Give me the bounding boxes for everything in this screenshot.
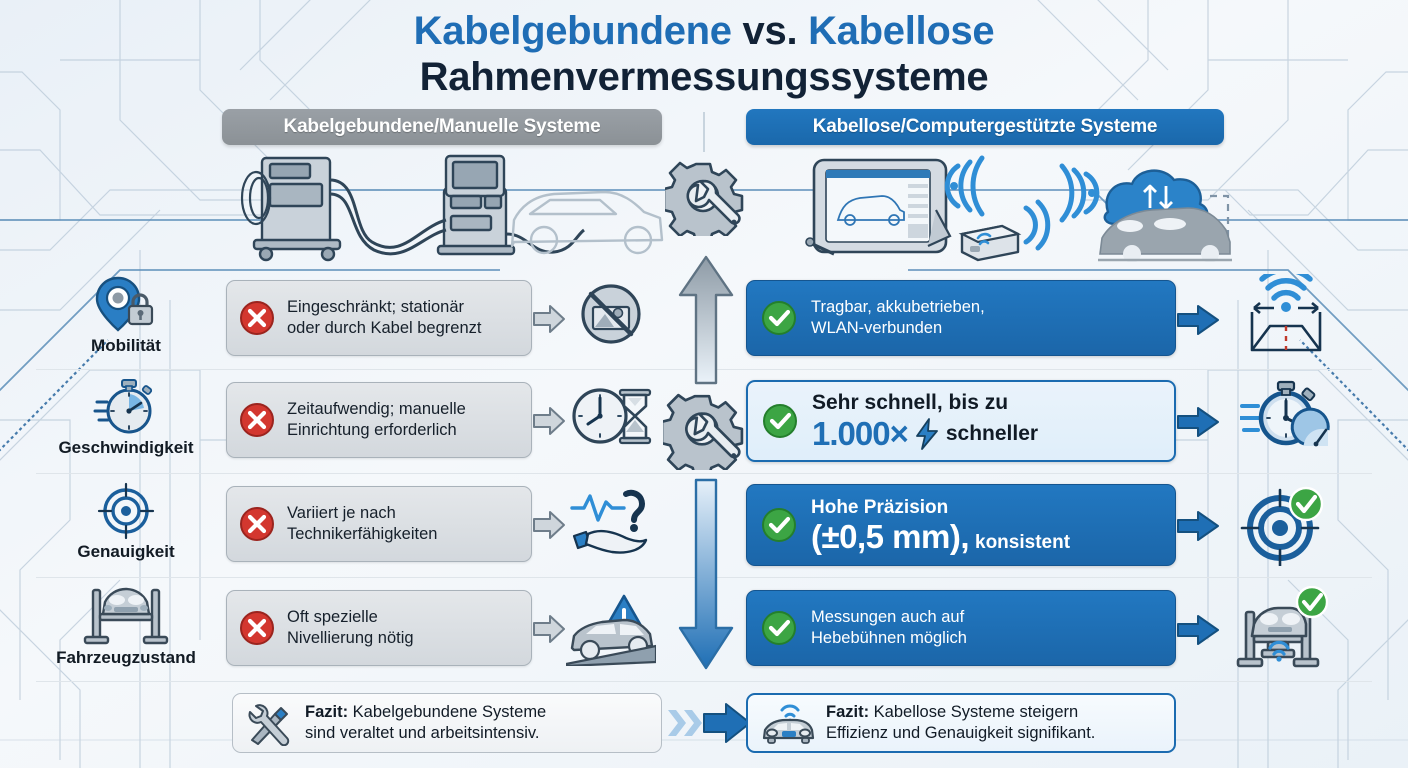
lightning-bolt-icon <box>915 418 938 450</box>
wireless-cell-text: Sehr schnell, bis zu 1.000× schneller <box>812 391 1038 451</box>
arrow-right-icon-wired-4 <box>533 615 565 643</box>
wired-cell-text: Oft spezielle Nivellierung nötig <box>287 608 414 647</box>
red-x-circle-icon <box>240 507 274 541</box>
wireless-cell-accuracy: Hohe Präzision (±0,5 mm), konsistent <box>746 484 1176 566</box>
category-vehicle-condition: Fahrzeugzustand <box>36 584 216 668</box>
red-x-circle-icon <box>240 301 274 335</box>
car-lift-wireless-check-icon <box>1236 586 1329 668</box>
speed-suffix: schneller <box>945 422 1039 445</box>
arrow-right-icon-wireless-3 <box>1177 511 1219 541</box>
wired-cell-accuracy: Variiert je nach Technikerfähigkeiten <box>226 486 532 562</box>
arrow-right-icon-bottom <box>668 703 751 743</box>
title-part-wireless: Kabellose <box>808 9 995 53</box>
green-check-circle-icon <box>762 508 796 542</box>
target-check-icon <box>1240 486 1324 566</box>
red-x-circle-icon <box>240 403 274 437</box>
row-separator-4 <box>36 681 1372 682</box>
conclusion-label: Fazit: <box>826 703 870 721</box>
conclusion-label: Fazit: <box>305 703 349 721</box>
green-check-circle-icon <box>763 404 797 438</box>
conclusion-line1: Kabellose Systeme steigern <box>869 703 1079 721</box>
speed-headline: Sehr schnell, bis zu <box>812 391 1009 414</box>
green-check-circle-icon <box>762 611 796 645</box>
arrow-right-icon-wireless-4 <box>1177 615 1219 645</box>
arrow-right-icon-wired-1 <box>533 305 565 333</box>
wireless-measurement-icon <box>1250 274 1322 352</box>
accuracy-headline: Hohe Präzision <box>811 496 949 518</box>
title-part-wired: Kabelgebundene <box>413 9 732 53</box>
speed-multiplier: 1.000× <box>812 415 909 452</box>
arrow-right-icon-wireless-2 <box>1177 407 1219 437</box>
gear-wrench-icon-top <box>665 161 744 236</box>
category-accuracy: Genauigkeit <box>36 482 216 562</box>
accuracy-suffix: konsistent <box>975 531 1071 553</box>
column-header-wired: Kabelgebundene/Manuelle Systeme <box>222 109 662 145</box>
column-header-wireless: Kabellose/Computergestützte Systeme <box>746 109 1224 145</box>
category-label: Geschwindigkeit <box>58 438 194 457</box>
wireless-cell-text: Hohe Präzision (±0,5 mm), konsistent <box>811 497 1070 554</box>
arrow-right-icon-wired-3 <box>533 511 565 539</box>
location-pin-lock-icon <box>95 276 154 332</box>
wireless-cell-text: Messungen auch auf Hebebühnen möglich <box>811 608 967 647</box>
conclusion-line2: Effizienz und Genauigkeit signifikant. <box>826 724 1096 742</box>
uncertain-hand-question-icon <box>570 489 648 554</box>
category-speed: Geschwindigkeit <box>36 378 216 458</box>
category-label: Fahrzeugzustand <box>56 648 196 667</box>
conclusion-line2: sind veraltet und arbeitsintensiv. <box>305 724 540 742</box>
title-subject: Rahmenvermessungssysteme <box>419 55 989 99</box>
wired-cell-text: Eingeschränkt; stationär oder durch Kabe… <box>287 298 482 337</box>
connected-car-icon <box>762 704 815 744</box>
green-check-circle-icon <box>762 301 796 335</box>
row-separator-2 <box>36 473 1372 474</box>
comparison-row-mobility: Mobilität Eingeschränkt; stationär oder … <box>0 272 1408 368</box>
car-lift-icon <box>83 587 169 645</box>
title-part-vs: vs. <box>731 9 809 53</box>
red-x-circle-icon <box>240 611 274 645</box>
wired-cell-vehicle-condition: Oft spezielle Nivellierung nötig <box>226 590 532 666</box>
wired-cell-speed: Zeitaufwendig; manuelle Einrichtung erfo… <box>226 382 532 458</box>
wireless-cell-speed: Sehr schnell, bis zu 1.000× schneller <box>746 380 1176 462</box>
car-on-ramp-warning-icon <box>566 594 656 666</box>
wired-cell-mobility: Eingeschränkt; stationär oder durch Kabe… <box>226 280 532 356</box>
clock-hourglass-icon <box>572 388 652 445</box>
arrow-right-icon-wired-2 <box>533 407 565 435</box>
comparison-row-accuracy: Genauigkeit Variiert je nach Technikerfä… <box>0 480 1408 576</box>
page-title: Kabelgebundene vs. Kabellose Rahmenverme… <box>0 8 1408 100</box>
conclusion-text: Fazit: Kabelgebundene Systeme sind veral… <box>305 702 546 744</box>
category-mobility: Mobilität <box>36 276 216 356</box>
arrow-right-icon-wireless-1 <box>1177 305 1219 335</box>
wired-cell-text: Zeitaufwendig; manuelle Einrichtung erfo… <box>287 400 466 439</box>
wireless-system-illustration <box>805 155 1232 262</box>
accuracy-value: (±0,5 mm), <box>811 517 970 555</box>
fast-stopwatch-gauge-icon <box>1240 380 1330 447</box>
conclusion-wired: Fazit: Kabelgebundene Systeme sind veral… <box>232 693 662 753</box>
tools-wrench-screwdriver-icon <box>248 704 290 746</box>
header-divider <box>703 112 705 152</box>
stopwatch-icon <box>93 379 153 434</box>
conclusion-line1: Kabelgebundene Systeme <box>348 703 547 721</box>
wireless-cell-text: Tragbar, akkubetrieben, WLAN-verbunden <box>811 298 985 337</box>
category-label: Genauigkeit <box>77 542 175 561</box>
conclusion-text: Fazit: Kabellose Systeme steigern Effizi… <box>826 702 1095 744</box>
comparison-row-vehicle-condition: Fahrzeugzustand Oft spezielle Nivellieru… <box>0 584 1408 680</box>
target-icon <box>97 482 155 540</box>
category-label: Mobilität <box>91 336 161 355</box>
wireless-cell-mobility: Tragbar, akkubetrieben, WLAN-verbunden <box>746 280 1176 356</box>
comparison-row-speed: Geschwindigkeit Zeitaufwendig; manuelle … <box>0 376 1408 472</box>
no-mobility-icon <box>581 284 641 344</box>
wired-cell-text: Variiert je nach Technikerfähigkeiten <box>287 504 438 543</box>
conclusion-wireless: Fazit: Kabellose Systeme steigern Effizi… <box>746 693 1176 753</box>
wireless-cell-vehicle-condition: Messungen auch auf Hebebühnen möglich <box>746 590 1176 666</box>
wired-system-illustration <box>240 154 664 262</box>
